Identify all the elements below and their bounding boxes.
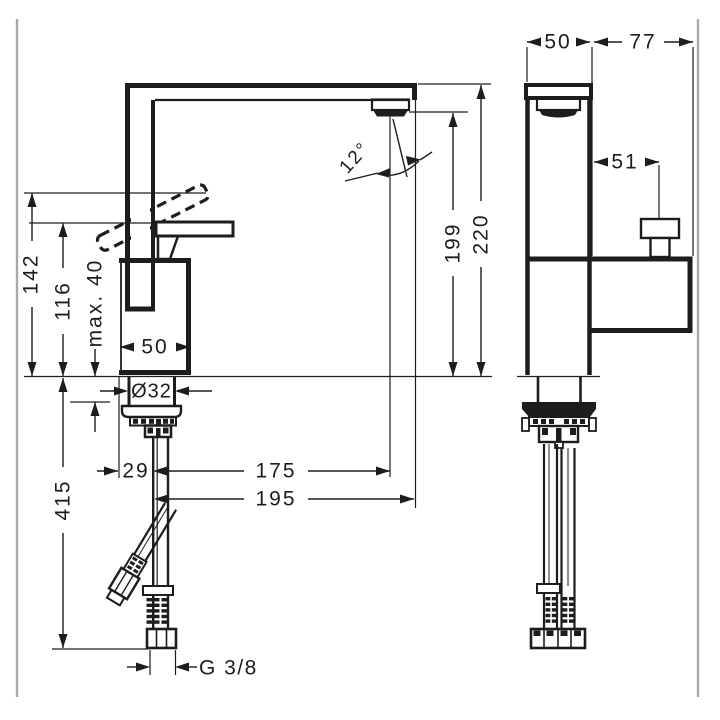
pipe-clamp — [142, 585, 174, 596]
hose-nut — [107, 566, 142, 601]
side-hoses — [529, 444, 587, 650]
dim-label-height-to-spout-top: 220 — [470, 213, 493, 254]
side-body-box — [527, 256, 693, 333]
dim-label-outlet-clearance: 199 — [442, 222, 465, 263]
handle-stem — [649, 236, 671, 259]
handle-knob — [639, 217, 681, 240]
aerator-outlet — [373, 110, 408, 117]
side-mounting-set — [521, 377, 597, 449]
base-washer — [120, 404, 183, 419]
side-hose-corrugation — [545, 597, 574, 623]
flex-hose — [105, 502, 178, 607]
dim-label-hose-length: 415 — [52, 479, 75, 520]
dim-label-body-width: 50 — [141, 336, 168, 359]
extension-lines — [24, 47, 694, 675]
side-view — [521, 83, 693, 650]
pipe-corrugation — [146, 598, 167, 624]
side-hose-clamp — [536, 583, 561, 594]
side-aerator-outlet — [539, 110, 578, 118]
supply-pipe — [142, 437, 178, 650]
frame — [15, 19, 700, 697]
dim-label-lever-height: 142 — [20, 253, 43, 294]
dim-label-hose-offset: 29 — [122, 460, 149, 483]
tube-mask — [131, 190, 150, 258]
dim-label-max-thickness: max. 40 — [84, 259, 107, 348]
lever-handle — [154, 220, 235, 238]
dim-label-connection-thread: G 3/8 — [199, 657, 258, 680]
mounting-set — [120, 376, 183, 439]
dim-label-overall-reach: 195 — [255, 488, 296, 511]
dimension-arrowheads — [27, 37, 693, 672]
dim-label-spray-angle: 12° — [336, 138, 375, 178]
dim-label-side-body-depth: 50 — [544, 31, 571, 54]
side-flange — [522, 402, 596, 417]
body — [119, 258, 191, 375]
dim-label-hole-diameter: Ø32 — [131, 381, 172, 403]
dim-label-handle-offset: 51 — [611, 151, 638, 174]
spout — [125, 83, 417, 312]
dim-label-side-base-depth: 77 — [629, 31, 656, 54]
dim-label-outlet-height: 116 — [52, 281, 75, 320]
lever-neck — [156, 234, 180, 261]
pipe-end-nut — [145, 627, 178, 650]
dim-label-spout-reach: 175 — [255, 460, 296, 483]
spout-cap — [524, 83, 593, 100]
front-view — [95, 83, 417, 650]
